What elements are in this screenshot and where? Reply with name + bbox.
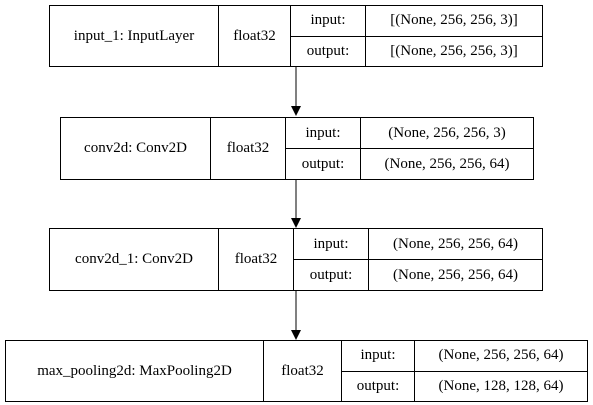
input-label: input: (360, 347, 396, 364)
io-labels: input: output: (291, 6, 366, 66)
input-shape: (None, 256, 256, 64) (438, 347, 564, 364)
io-shapes: (None, 256, 256, 64) (None, 256, 256, 64… (369, 229, 542, 290)
io-labels: input: output: (286, 118, 361, 179)
output-label: output: (342, 370, 414, 402)
layer-node-conv2d: conv2d: Conv2D float32 input: output: (N… (60, 117, 534, 180)
io-shapes: (None, 256, 256, 3) (None, 256, 256, 64) (361, 118, 533, 179)
input-label: input: (310, 12, 346, 29)
input-label: input: (313, 235, 349, 252)
arrow-3 (291, 291, 301, 340)
input-shape: [(None, 256, 256, 3)] (390, 12, 518, 29)
io-shapes: [(None, 256, 256, 3)] [(None, 256, 256, … (366, 6, 542, 66)
layer-name: conv2d: Conv2D (61, 118, 211, 179)
io-labels: input: output: (342, 341, 415, 401)
input-label: input: (305, 124, 341, 141)
layer-node-max-pooling2d: max_pooling2d: MaxPooling2D float32 inpu… (5, 340, 588, 402)
layer-name: conv2d_1: Conv2D (50, 229, 219, 290)
input-shape: (None, 256, 256, 3) (388, 124, 506, 141)
output-shape: (None, 256, 256, 64) (369, 259, 542, 290)
layer-node-input-1: input_1: InputLayer float32 input: outpu… (49, 5, 543, 67)
output-label: output: (291, 35, 365, 67)
io-shapes: (None, 256, 256, 64) (None, 128, 128, 64… (415, 341, 587, 401)
layer-name: max_pooling2d: MaxPooling2D (6, 341, 264, 401)
layer-dtype: float32 (264, 341, 342, 401)
layer-name: input_1: InputLayer (50, 6, 219, 66)
arrow-1 (291, 67, 301, 116)
arrow-2 (291, 180, 301, 228)
io-labels: input: output: (294, 229, 369, 290)
output-label: output: (294, 259, 368, 290)
output-shape: (None, 256, 256, 64) (361, 148, 533, 179)
layer-dtype: float32 (211, 118, 286, 179)
layer-dtype: float32 (219, 6, 291, 66)
output-label: output: (286, 148, 360, 179)
layer-dtype: float32 (219, 229, 294, 290)
output-shape: [(None, 256, 256, 3)] (366, 35, 542, 67)
layer-node-conv2d-1: conv2d_1: Conv2D float32 input: output: … (49, 228, 543, 291)
input-shape: (None, 256, 256, 64) (393, 235, 518, 252)
output-shape: (None, 128, 128, 64) (415, 370, 587, 402)
